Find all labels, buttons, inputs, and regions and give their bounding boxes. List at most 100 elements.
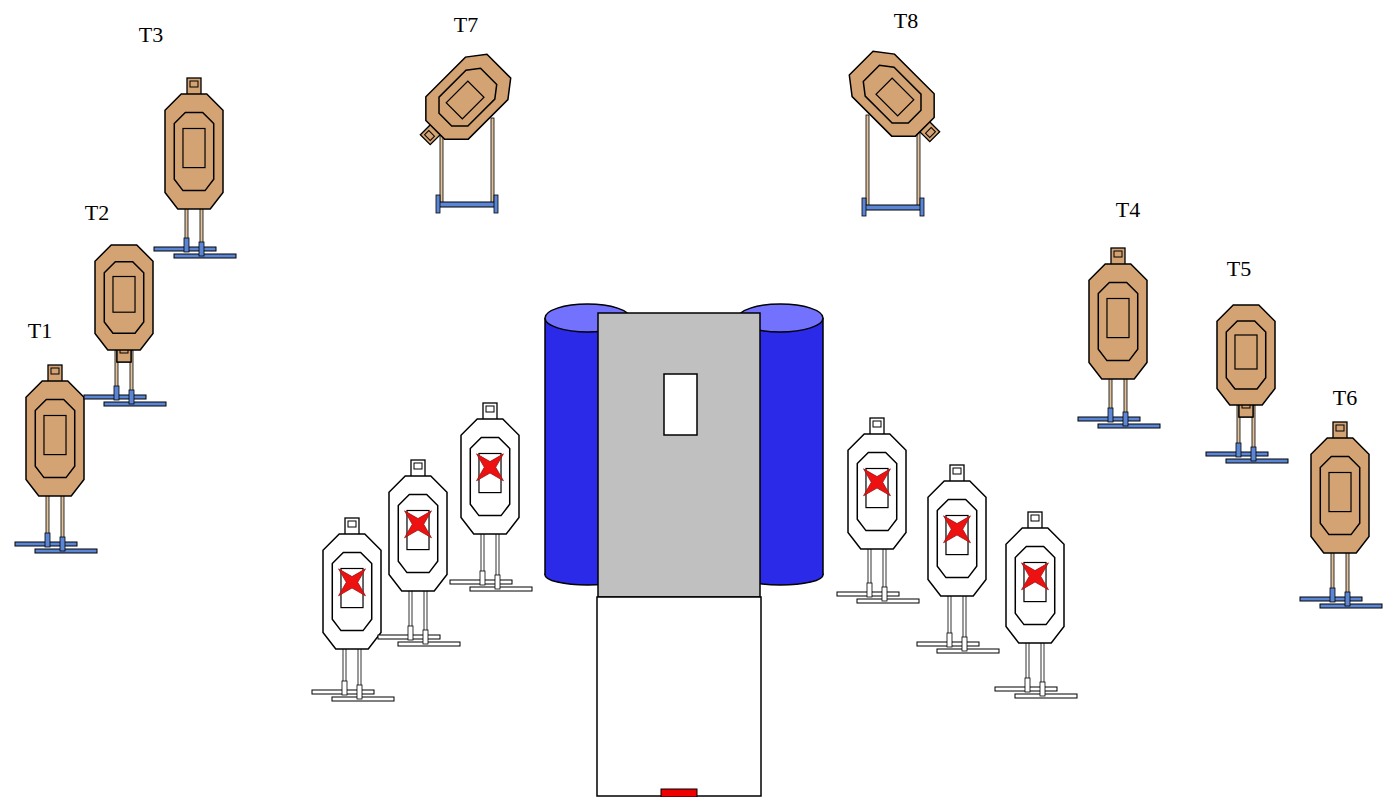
no-shoot-target [450,403,532,591]
target-figure [32,200,189,412]
scoring-zone [35,399,74,477]
shoot-target: T8 [828,8,971,222]
scoring-zone [1226,321,1265,389]
shoot-target: T5 [1174,256,1311,469]
stand-leg [866,115,869,208]
scoring-zone [470,437,509,515]
no-shoot-target [378,460,460,646]
target-label: T4 [1116,197,1140,222]
stand-base [1098,424,1160,428]
target-label-box: T2 [85,200,109,226]
stand-foot [862,198,866,216]
stand-leg [491,118,494,205]
target-body [1006,528,1064,643]
start-marker [661,789,697,797]
stand-foot [423,630,428,644]
head-zone [414,463,422,469]
scoring-zone [876,78,914,116]
head-zone [348,521,356,527]
stand-foot [1108,408,1113,422]
stand-foot [494,195,498,213]
stand-base [174,254,236,258]
target-body [840,42,946,148]
shoot-target: T3 [86,22,259,264]
no-shoot-mark [405,511,432,538]
target-body [1217,305,1275,405]
target-label-box: T5 [1227,256,1251,282]
target-body [461,419,519,534]
stand-foot [962,637,967,651]
stand-foot [342,681,347,695]
target-body [95,245,153,350]
stand-base [863,205,923,210]
scoring-zone [857,452,896,530]
target-body [848,434,906,549]
scoring-zone [431,62,503,134]
target-figure [401,12,532,219]
wall-window [664,374,697,435]
stand-foot [199,242,204,256]
no-shoot-target [917,465,999,653]
head-zone [953,468,961,474]
target-label-box: T4 [1116,197,1140,223]
target-label: T7 [454,12,478,37]
target-body [26,381,84,496]
stand-base [332,697,394,701]
stand-foot [114,386,119,400]
scoring-zone [1107,299,1129,338]
stand-foot [45,533,50,547]
target-figure [1275,385,1397,614]
stand-foot [1251,447,1256,461]
target-figure [0,318,120,559]
no-shoot-mark [864,469,891,496]
target-label-box: T7 [454,12,478,38]
shooting-box [597,597,761,796]
stand-base [35,549,97,553]
stand-base [398,642,460,646]
scoring-zone [174,112,213,190]
stand-foot [408,626,413,640]
scoring-zone [937,499,976,577]
target-label: T8 [894,8,918,33]
target-label: T5 [1227,256,1251,281]
target-body [389,476,447,591]
stand-base [104,402,166,406]
target-body [165,94,223,209]
shoot-target: T7 [401,12,532,219]
scoring-zone [1098,282,1137,360]
stand-foot [1345,592,1350,606]
head-zone [486,406,494,412]
head-zone [1336,425,1344,431]
target-label-box: T1 [28,318,52,344]
stand-foot [129,390,134,404]
target-figure [828,8,971,222]
target-body [414,45,520,151]
wall-panel [598,313,760,597]
no-shoot-target [312,518,394,701]
stand-foot [947,633,952,647]
head-zone [926,128,936,138]
no-shoot-mark [477,454,504,481]
shoot-target: T2 [32,200,189,412]
stand-foot [436,195,440,213]
stand-base [1320,604,1382,608]
stand-base [857,599,919,603]
scoring-zone [113,277,135,313]
stand-foot [882,587,887,601]
stand-foot [60,537,65,551]
target-figure [86,22,259,264]
target-body [1089,264,1147,379]
shoot-target: T4 [1053,197,1193,434]
head-zone [1031,515,1039,521]
stand-foot [1330,588,1335,602]
stand-foot [184,238,189,252]
target-label: T3 [139,22,163,47]
scoring-zone [398,494,437,572]
stand-base [937,649,999,653]
head-zone [1114,251,1122,257]
no-shoot-mark [944,516,971,543]
stand-base [1226,459,1288,463]
stand-foot [480,571,485,585]
stand-foot [1236,443,1241,457]
stand-foot [495,575,500,589]
